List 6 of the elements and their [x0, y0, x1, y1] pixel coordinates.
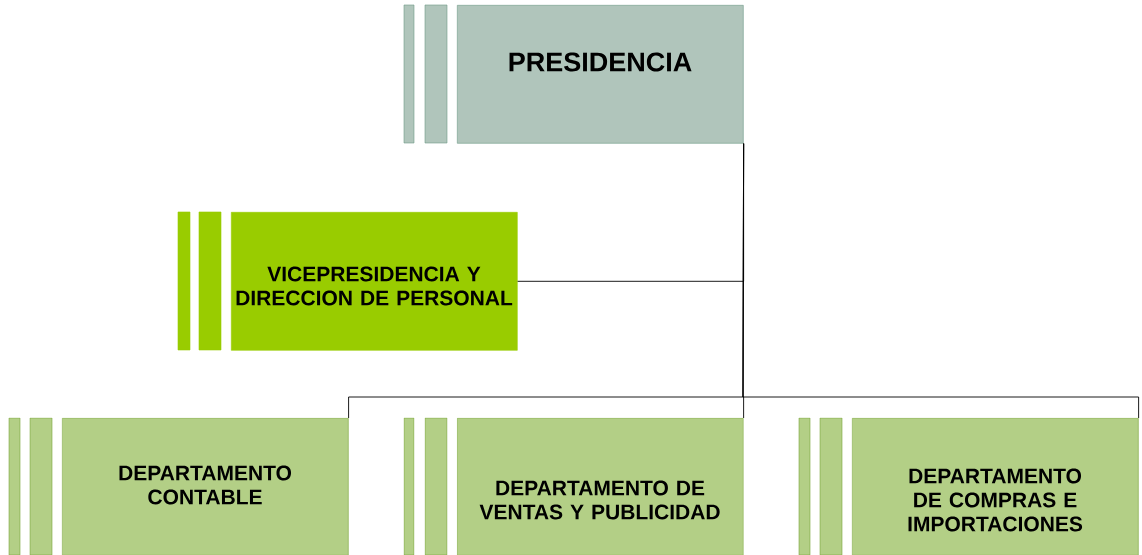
org-box: DEPARTAMENTO DE VENTAS Y PUBLICIDAD — [457, 418, 744, 555]
org-box: VICEPRESIDENCIA Y DIRECCION DE PERSONAL — [231, 212, 518, 351]
connector-line — [742, 143, 1140, 419]
org-box: DEPARTAMENTO CONTABLE — [62, 418, 349, 555]
org-box: DEPARTAMENTO DE COMPRAS E IMPORTACIONES — [852, 418, 1139, 555]
org-box: PRESIDENCIA — [457, 5, 744, 144]
